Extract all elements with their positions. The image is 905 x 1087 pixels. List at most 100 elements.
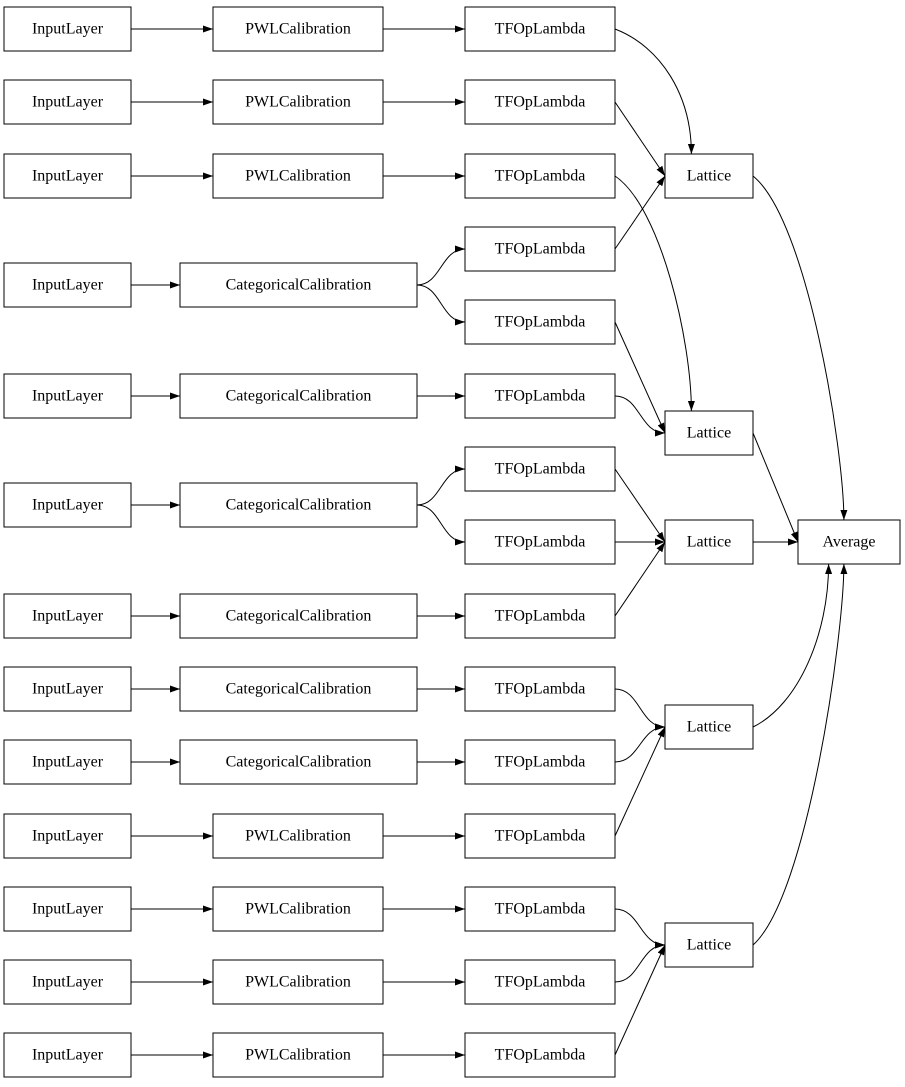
node-box-lat2 — [664, 410, 754, 456]
node-tf15: TFOpLambda — [464, 1032, 616, 1078]
node-box-tf10 — [464, 666, 616, 712]
edge-tf1-lat1 — [614, 28, 695, 155]
node-box-tf11 — [464, 739, 616, 785]
edge-tf2-lat1 — [614, 101, 666, 177]
node-box-il9 — [3, 739, 132, 785]
edges-layer — [130, 25, 848, 1059]
node-label-cat4: CategoricalCalibration — [226, 608, 372, 625]
node-tf13: TFOpLambda — [464, 886, 616, 932]
node-tf1: TFOpLambda — [464, 6, 616, 52]
node-label-il11: InputLayer — [32, 901, 104, 918]
edge-tf13-lat5 — [614, 908, 666, 949]
node-il13: InputLayer — [3, 1032, 132, 1078]
node-il8: InputLayer — [3, 666, 132, 712]
node-tf3: TFOpLambda — [464, 153, 616, 199]
node-tf11: TFOpLambda — [464, 739, 616, 785]
edge-tf7-lat3 — [614, 468, 666, 543]
node-label-il6: InputLayer — [32, 497, 104, 514]
node-label-tf2: TFOpLambda — [495, 94, 586, 111]
node-box-avg — [797, 519, 901, 565]
node-tf4: TFOpLambda — [464, 226, 616, 272]
node-box-cat6 — [179, 739, 418, 785]
node-label-il9: InputLayer — [32, 754, 104, 771]
node-label-tf14: TFOpLambda — [495, 974, 586, 991]
node-label-lat3: Lattice — [687, 534, 731, 551]
node-box-il13 — [3, 1032, 132, 1078]
node-tf10: TFOpLambda — [464, 666, 616, 712]
node-label-pwl7: PWLCalibration — [245, 1047, 351, 1064]
edge-tf10-lat4 — [614, 688, 666, 731]
node-label-il13: InputLayer — [32, 1047, 104, 1064]
node-pwl2: PWLCalibration — [212, 79, 384, 125]
node-tf8: TFOpLambda — [464, 519, 616, 565]
node-pwl1: PWLCalibration — [212, 6, 384, 52]
node-pwl3: PWLCalibration — [212, 153, 384, 199]
node-label-lat4: Lattice — [687, 719, 731, 736]
node-avg: Average — [797, 519, 901, 565]
node-label-tf15: TFOpLambda — [495, 1047, 586, 1064]
node-box-il3 — [3, 153, 132, 199]
node-il4: InputLayer — [3, 262, 132, 308]
edge-cat3-tf7 — [416, 465, 466, 506]
node-il9: InputLayer — [3, 739, 132, 785]
node-lat5: Lattice — [664, 922, 754, 968]
node-box-cat4 — [179, 593, 418, 639]
node-label-tf7: TFOpLambda — [495, 461, 586, 478]
node-box-lat4 — [664, 704, 754, 750]
edge-tf12-lat4 — [614, 726, 666, 837]
node-il11: InputLayer — [3, 886, 132, 932]
edge-tf14-lat5 — [614, 941, 666, 983]
node-label-pwl1: PWLCalibration — [245, 21, 351, 38]
node-label-avg: Average — [823, 534, 876, 551]
node-label-pwl4: PWLCalibration — [245, 828, 351, 845]
node-label-lat1: Lattice — [687, 168, 731, 185]
node-label-il7: InputLayer — [32, 608, 104, 625]
node-il1: InputLayer — [3, 6, 132, 52]
node-label-il3: InputLayer — [32, 168, 104, 185]
node-label-tf13: TFOpLambda — [495, 901, 586, 918]
node-box-il6 — [3, 482, 132, 528]
node-label-il12: InputLayer — [32, 974, 104, 991]
node-il10: InputLayer — [3, 813, 132, 859]
edge-lat4-avg — [752, 563, 833, 728]
node-cat6: CategoricalCalibration — [179, 739, 418, 785]
node-tf2: TFOpLambda — [464, 79, 616, 125]
node-label-pwl5: PWLCalibration — [245, 901, 351, 918]
node-box-il7 — [3, 593, 132, 639]
node-label-pwl6: PWLCalibration — [245, 974, 351, 991]
node-label-cat1: CategoricalCalibration — [226, 277, 372, 294]
node-cat4: CategoricalCalibration — [179, 593, 418, 639]
node-label-tf4: TFOpLambda — [495, 241, 586, 258]
node-label-tf3: TFOpLambda — [495, 168, 586, 185]
edge-lat1-avg — [752, 175, 848, 521]
node-il7: InputLayer — [3, 593, 132, 639]
node-pwl7: PWLCalibration — [212, 1032, 384, 1078]
node-label-tf8: TFOpLambda — [495, 534, 586, 551]
node-box-il2 — [3, 79, 132, 125]
node-label-tf5: TFOpLambda — [495, 314, 586, 331]
node-il6: InputLayer — [3, 482, 132, 528]
node-box-il4 — [3, 262, 132, 308]
node-lat2: Lattice — [664, 410, 754, 456]
node-box-pwl5 — [212, 886, 384, 932]
node-label-tf10: TFOpLambda — [495, 681, 586, 698]
edge-lat5-avg — [752, 563, 848, 946]
node-cat3: CategoricalCalibration — [179, 482, 418, 528]
node-box-lat5 — [664, 922, 754, 968]
node-pwl6: PWLCalibration — [212, 959, 384, 1005]
node-box-tf5 — [464, 299, 616, 345]
node-label-il8: InputLayer — [32, 681, 104, 698]
node-box-tf2 — [464, 79, 616, 125]
node-box-tf4 — [464, 226, 616, 272]
node-label-tf6: TFOpLambda — [495, 388, 586, 405]
node-box-tf8 — [464, 519, 616, 565]
node-il2: InputLayer — [3, 79, 132, 125]
node-label-tf9: TFOpLambda — [495, 608, 586, 625]
edge-cat1-tf5 — [416, 284, 466, 326]
node-box-tf9 — [464, 593, 616, 639]
node-label-il2: InputLayer — [32, 94, 104, 111]
node-box-tf7 — [464, 446, 616, 492]
node-label-tf1: TFOpLambda — [495, 21, 586, 38]
node-label-pwl2: PWLCalibration — [245, 94, 351, 111]
